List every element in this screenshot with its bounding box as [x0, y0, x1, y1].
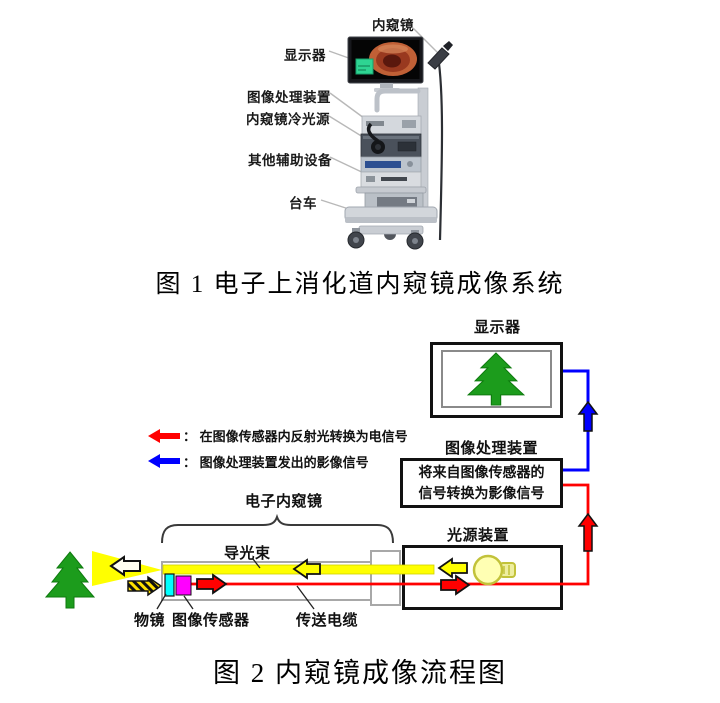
label-monitor: 显示器 [284, 48, 326, 63]
label-endoscope: 内窥镜 [372, 18, 414, 33]
label-cold-light-source: 内窥镜冷光源 [246, 112, 330, 127]
label-auxiliary-equipment: 其他辅助设备 [248, 153, 332, 168]
endoscopy-cart-illustration [320, 27, 453, 250]
image-sensor [175, 575, 192, 596]
endoscope-flow-diagram [45, 352, 599, 610]
figure1-caption: 图 1 电子上消化道内窥镜成像系统 [155, 271, 565, 298]
legend-red-text: ： 在图像传感器内反射光转换为电信号 [183, 429, 408, 444]
emitted-light-arrow [109, 555, 141, 577]
label-objective-lens: 物镜 [134, 612, 166, 629]
fig2-monitor-screen [441, 350, 552, 408]
processor-text-line1: 将来自图像传感器的 [418, 464, 545, 480]
figure2-leader-lines [156, 558, 315, 610]
figure1-leader-lines [320, 27, 439, 212]
figure2-caption: 图 2 内窥镜成像流程图 [213, 658, 507, 688]
endoscope-brace [161, 513, 394, 544]
label-electronic-endoscope: 电子内窥镜 [245, 493, 323, 510]
legend-blue-text: ： 图像处理装置发出的影像信号 [183, 455, 369, 470]
light-cone [92, 551, 162, 586]
objective-lens [164, 573, 175, 597]
label-transmission-cable: 传送电缆 [296, 612, 359, 629]
cart-monitor [347, 36, 424, 92]
scope-handle [427, 41, 453, 70]
label-light-guide: 导光束 [224, 545, 271, 562]
cart-handle [374, 88, 421, 113]
fig2-image-processor-box: 将来自图像传感器的 信号转换为影像信号 [400, 458, 563, 508]
sensor-output-arrow [196, 573, 228, 595]
light-guide-arrow [292, 558, 321, 580]
cart-pole [417, 87, 429, 211]
label-trolley: 台车 [289, 196, 317, 211]
video-signal-up-arrow [577, 400, 599, 432]
electric-signal-up-arrow [577, 512, 599, 552]
legend-blue-arrow-icon [148, 454, 180, 468]
endoscope-connector [370, 550, 401, 606]
label-fig2-light-source: 光源装置 [447, 527, 510, 544]
processor-text-line2: 信号转换为影像信号 [418, 485, 545, 501]
fig2-light-source-box [402, 545, 563, 610]
monitor-info-patch [355, 58, 374, 75]
video-signal-line [563, 369, 590, 472]
light-guide-band [162, 564, 435, 575]
reflected-light-arrow [127, 575, 163, 597]
endoscope-tube [161, 561, 374, 601]
label-fig2-monitor: 显示器 [474, 319, 521, 336]
label-fig2-image-processor: 图像处理装置 [445, 440, 539, 457]
scope-cable [436, 55, 444, 241]
label-image-processor: 图像处理装置 [247, 90, 331, 105]
object-tree [45, 551, 95, 609]
device-stack [355, 115, 427, 194]
label-image-sensor: 图像传感器 [172, 612, 250, 629]
legend-red-arrow-icon [148, 429, 180, 443]
cart-base [344, 192, 438, 250]
